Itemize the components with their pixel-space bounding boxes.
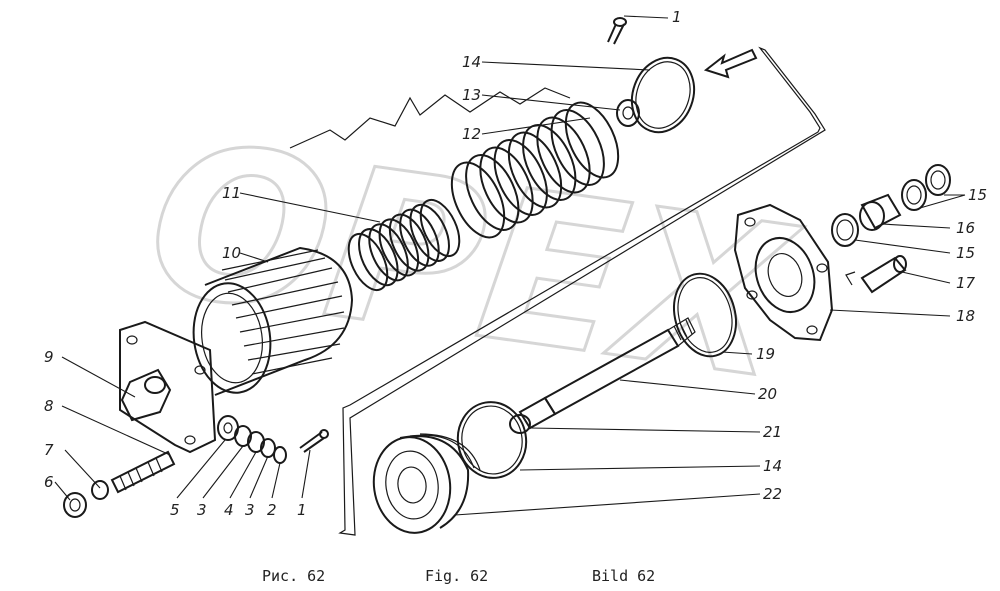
washer-15-upper-a	[901, 179, 927, 211]
part-label: 1	[297, 501, 307, 519]
part-label: 7	[44, 441, 54, 459]
cotter-pin-bottom	[299, 429, 329, 453]
piston-rod	[518, 317, 696, 430]
spring-coil	[493, 139, 548, 216]
large-spring	[450, 101, 620, 239]
spring-coil	[507, 131, 563, 209]
part-label: 13	[462, 86, 481, 104]
castle-nut	[616, 99, 640, 127]
part-label: 12	[462, 125, 481, 143]
direction-arrow-icon	[703, 48, 758, 79]
small-spring	[347, 198, 461, 292]
part-label: 17	[956, 274, 976, 292]
spring-coil	[347, 232, 389, 292]
spring-coil	[450, 161, 506, 239]
spring-coil	[479, 146, 534, 224]
union-16	[859, 193, 902, 231]
part-label: 8	[44, 397, 54, 415]
part-label: 4	[224, 501, 234, 519]
part-label: 1	[672, 8, 682, 26]
part-label: 5	[170, 501, 180, 519]
part-label: 22	[763, 485, 782, 503]
part-label: 15	[956, 244, 975, 262]
caption-en: Fig. 62	[425, 567, 488, 585]
fitting-17	[845, 255, 907, 294]
spring-coil	[419, 198, 461, 258]
part-label: 19	[756, 345, 775, 363]
part-label: 14	[462, 53, 481, 71]
spring-coil	[550, 109, 605, 186]
part-label: 10	[222, 244, 241, 262]
leader-lines	[54, 15, 966, 516]
part-labels: 1 14 13 12 11 10 9 8 7 6 5 3 4 3 2 1 15 …	[44, 8, 987, 519]
spring-coil	[368, 223, 409, 282]
break-line	[289, 87, 571, 149]
flange-cover	[733, 203, 834, 342]
spring-coil	[399, 208, 440, 267]
part-label: 6	[44, 473, 54, 491]
caption-de: Bild 62	[592, 567, 655, 585]
part-label: 3	[197, 501, 207, 519]
spring-coil	[564, 101, 620, 179]
figure-captions: Рис. 62 Fig. 62 Bild 62	[262, 567, 655, 585]
stud-bolt	[110, 450, 176, 494]
part-label: 18	[956, 307, 975, 325]
washer-2	[273, 446, 287, 464]
part-label: 16	[956, 219, 975, 237]
spring-coil	[536, 116, 591, 194]
seal-ring-19	[673, 272, 737, 358]
part-label: 21	[763, 423, 782, 441]
part-label: 11	[222, 184, 241, 202]
lock-washer	[91, 480, 109, 500]
part-label: 14	[763, 457, 782, 475]
cotter-pin-top	[607, 17, 627, 45]
mounting-bracket	[119, 320, 217, 454]
part-label: 15	[968, 186, 987, 204]
part-label: 2	[267, 501, 277, 519]
washer-15-upper-b	[925, 164, 951, 196]
caption-ru: Рис. 62	[262, 567, 325, 585]
spring-coil	[358, 228, 399, 287]
part-label: 20	[758, 385, 777, 403]
o-ring-21	[509, 414, 531, 434]
spring-coil	[388, 213, 430, 272]
spring-coil	[378, 218, 420, 277]
seal-ring-top	[630, 56, 696, 134]
assembly-path-line	[338, 46, 826, 536]
spring-coil	[465, 154, 520, 231]
washer-15-lower	[831, 213, 859, 247]
part-label: 3	[245, 501, 255, 519]
part-label: 9	[44, 348, 54, 366]
hex-nut-6	[63, 492, 87, 518]
spring-coil	[409, 203, 450, 262]
